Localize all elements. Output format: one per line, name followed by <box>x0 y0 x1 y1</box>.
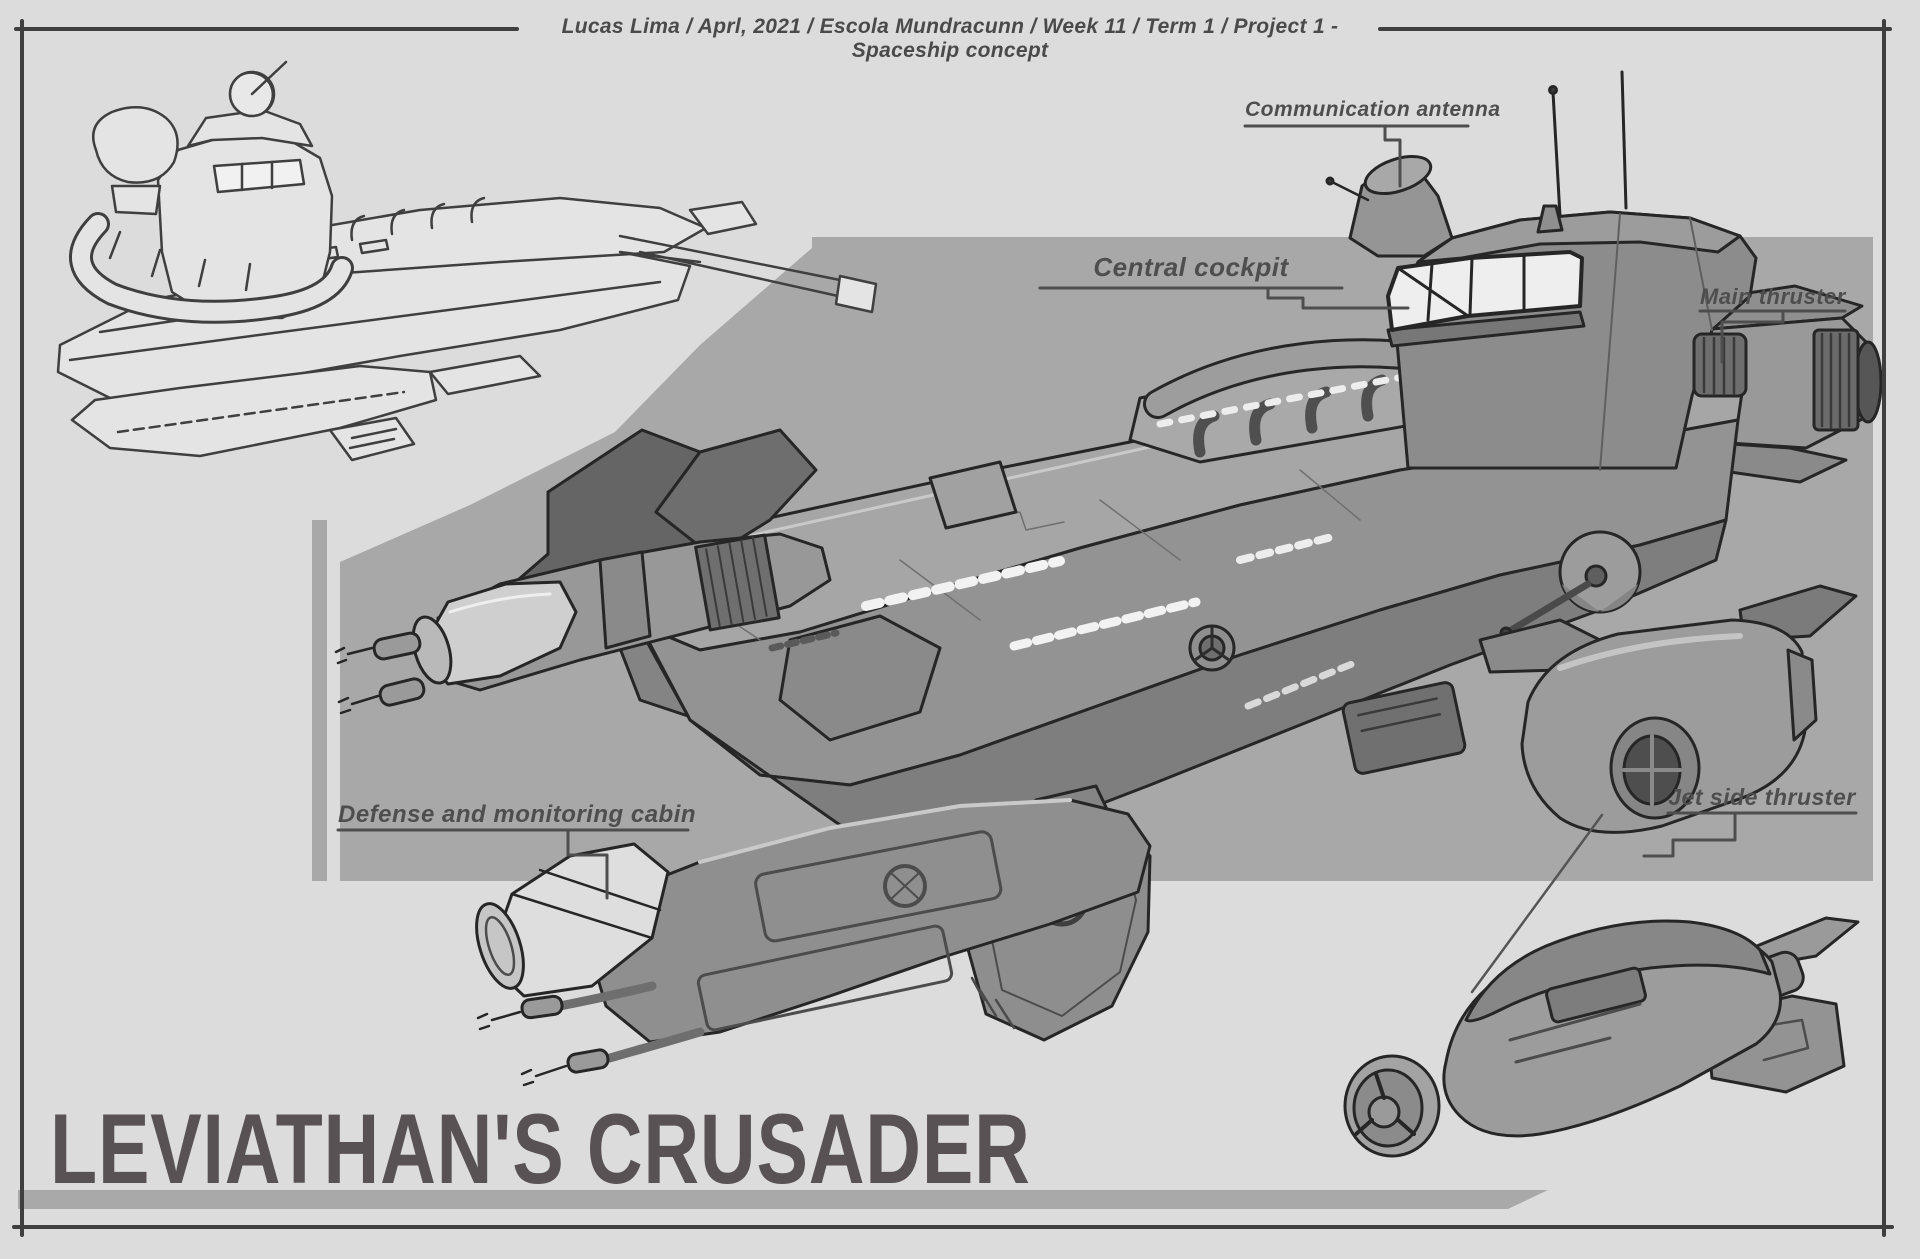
label-defense-cabin: Defense and monitoring cabin <box>338 801 697 828</box>
thruster-detail-render <box>1343 813 1860 1158</box>
upper-cannon-pod-render <box>334 428 832 715</box>
whip-antenna-1 <box>1551 90 1562 218</box>
connector-jet-side-thruster <box>1642 811 1858 858</box>
label-jet-side-thruster: Jet side thruster <box>1668 784 1856 810</box>
side-thruster-pod-render <box>1478 584 1858 834</box>
detail-zoom-line <box>1470 813 1604 994</box>
backdrop-panel-strip <box>312 520 327 881</box>
page-frame <box>12 19 1894 1237</box>
page-title: LEVIATHAN'S CRUSADER <box>50 1093 1031 1204</box>
cockpit-tower-render <box>1325 70 1758 471</box>
connector-central-cockpit <box>1038 286 1410 310</box>
connector-communication-antenna <box>1243 124 1470 188</box>
turret-render <box>1499 530 1642 640</box>
label-main-thruster: Main thruster <box>1700 284 1846 309</box>
header-credit: Lucas Lima / Aprl, 2021 / Escola Mundrac… <box>561 15 1339 62</box>
connector-main-thruster <box>1698 309 1847 364</box>
title-underline-bar <box>18 1190 1548 1209</box>
annotation-connectors <box>336 124 1858 900</box>
main-ship-render <box>334 70 1883 1087</box>
connector-defense-cabin <box>336 828 690 900</box>
sketch-lineart <box>56 60 878 462</box>
comm-antenna-render <box>1325 155 1454 258</box>
label-communication-antenna: Communication antenna <box>1245 98 1501 121</box>
defense-cabin-render <box>475 798 1152 1087</box>
whip-antenna-2 <box>1620 70 1628 210</box>
label-central-cockpit: Central cockpit <box>1093 252 1289 282</box>
